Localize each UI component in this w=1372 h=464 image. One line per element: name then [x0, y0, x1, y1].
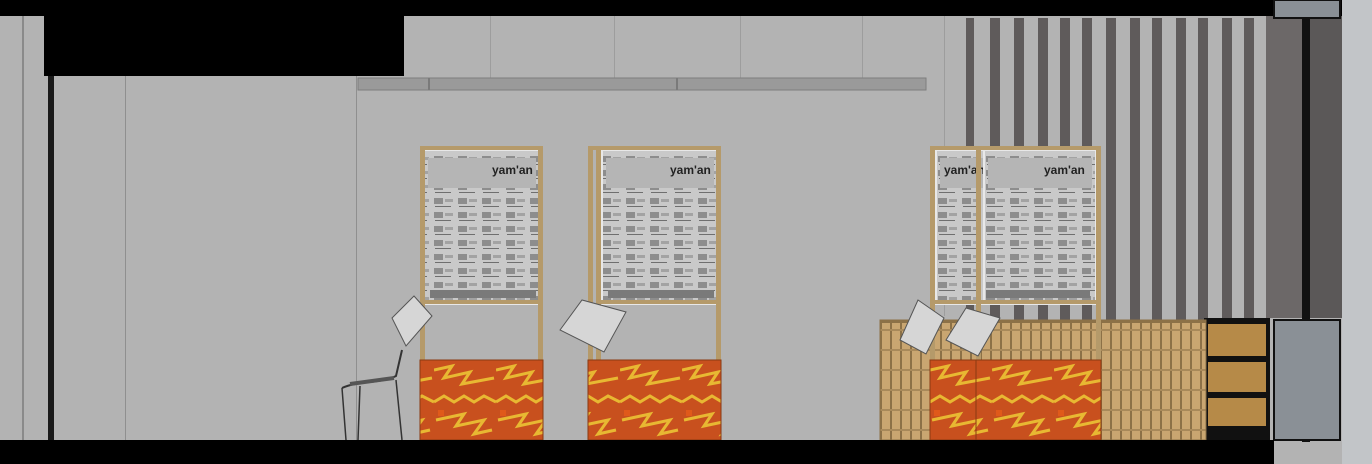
poster-title: yam'an [492, 163, 533, 177]
wall-joint [356, 76, 357, 442]
poster-title: yam'an [1044, 163, 1085, 177]
right-wall-dark [1266, 16, 1302, 318]
exhibition-panel-2: yam'an [559, 146, 722, 442]
column-left [48, 76, 54, 442]
side-panel-bottom [1273, 319, 1341, 441]
wall-joint [125, 76, 126, 442]
exhibition-panel-1: yam'an [391, 146, 544, 442]
side-shelving [1204, 318, 1270, 442]
chair [341, 349, 403, 441]
poster-title: yam'an [670, 163, 711, 177]
beam-block [44, 0, 404, 76]
side-panel-top [1273, 0, 1341, 19]
exterior-face [1342, 0, 1372, 464]
wall-joint [22, 16, 24, 442]
column-right [1302, 16, 1310, 442]
floor-slab [0, 440, 1274, 464]
poster-title: yam'an [944, 163, 985, 177]
lighting-track [357, 77, 927, 91]
exhibition-panel-4: yam'an [945, 146, 1102, 442]
